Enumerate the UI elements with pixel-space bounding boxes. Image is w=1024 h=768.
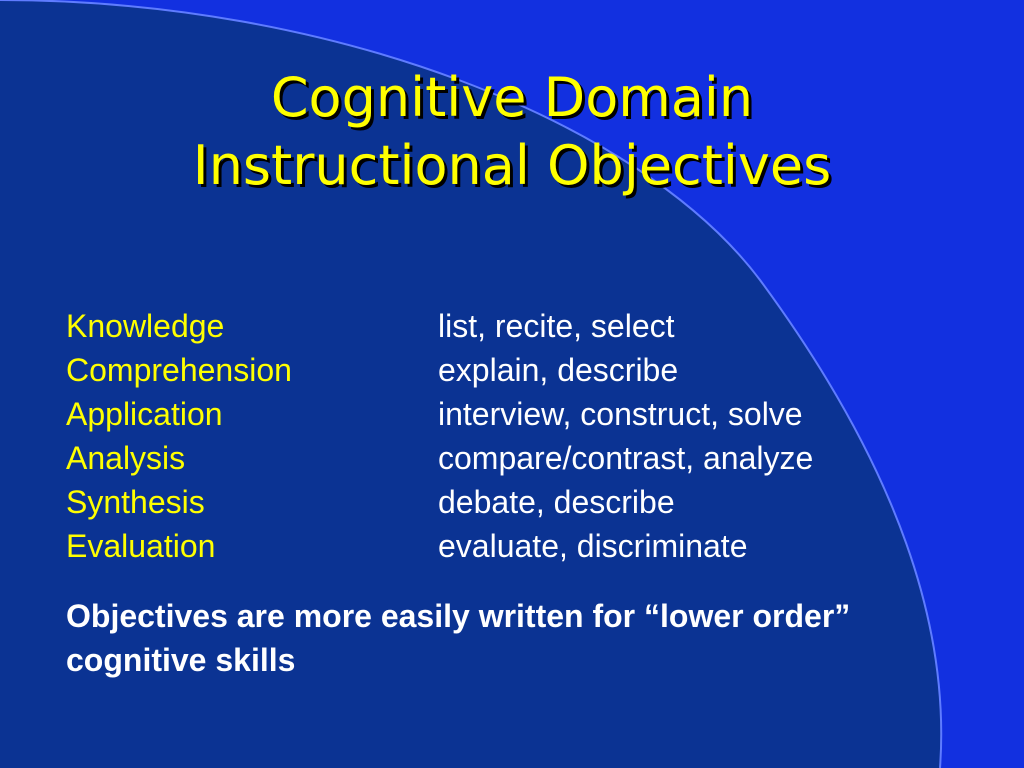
summary-note: Objectives are more easily written for “… [66, 598, 851, 678]
objective-row-synthesis: Synthesis debate, describe [66, 480, 946, 524]
objective-verbs: compare/contrast, analyze [438, 440, 814, 476]
title-line-2: Instructional Objectives [192, 134, 832, 197]
objective-verbs: debate, describe [438, 484, 675, 520]
cognitive-level-label: Analysis [66, 440, 186, 476]
objectives-table: Knowledge list, recite, select Comprehen… [66, 304, 946, 568]
objective-verbs: interview, construct, solve [438, 396, 803, 432]
objective-verbs: explain, describe [438, 352, 679, 388]
objective-row-analysis: Analysis compare/contrast, analyze [66, 436, 946, 480]
objective-row-comprehension: Comprehension explain, describe [66, 348, 946, 392]
decorative-curved-line [0, 0, 943, 768]
objective-row-knowledge: Knowledge list, recite, select [66, 304, 946, 348]
objective-verbs: list, recite, select [438, 308, 675, 344]
objective-verbs: evaluate, discriminate [438, 528, 748, 564]
cognitive-level-label: Knowledge [66, 308, 225, 344]
cognitive-level-label: Comprehension [66, 352, 292, 388]
cognitive-level-label: Application [66, 396, 223, 432]
slide-title: Cognitive Domain Instructional Objective… [0, 64, 1024, 200]
objective-row-evaluation: Evaluation evaluate, discriminate [66, 524, 946, 568]
cognitive-level-label: Evaluation [66, 528, 216, 564]
title-line-1: Cognitive Domain [270, 66, 754, 129]
objective-row-application: Application interview, construct, solve [66, 392, 946, 436]
cognitive-level-label: Synthesis [66, 484, 205, 520]
